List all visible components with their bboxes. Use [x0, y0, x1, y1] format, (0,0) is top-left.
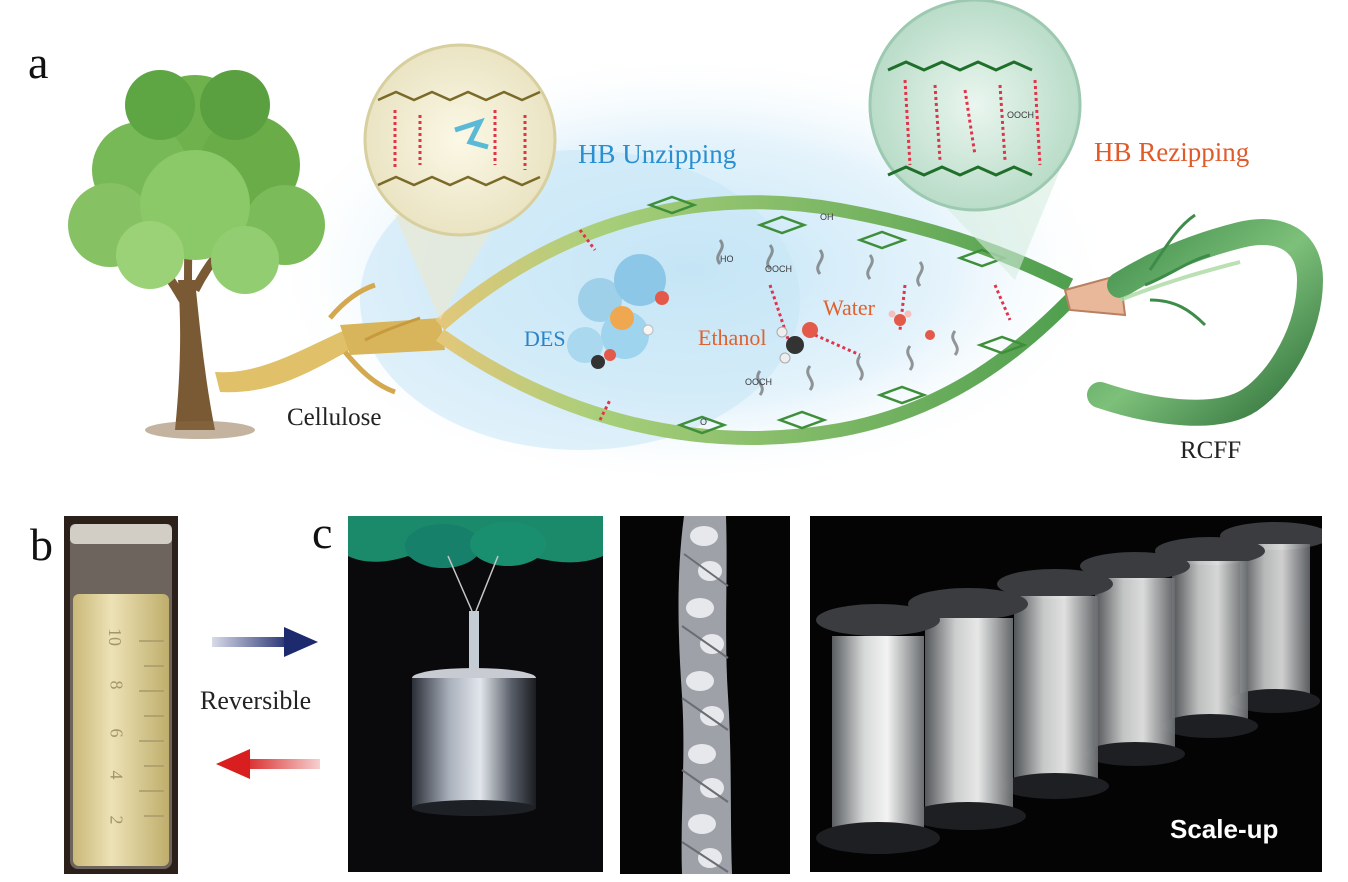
panel-c-letter: c — [312, 510, 332, 556]
hb-rezipping-label: HB Rezipping — [1094, 139, 1249, 166]
panel-d-photo-twisted-fiber — [620, 516, 790, 874]
ethanol-label: Ethanol — [698, 327, 766, 349]
chem-label-ooch-3: OOCH — [1007, 110, 1034, 120]
graduation-4: 4 — [108, 771, 126, 780]
forward-arrow — [212, 624, 322, 660]
chem-label-ho: HO — [720, 254, 734, 264]
panel-a-illustration: HO OOCH OOCH OH OOCH O — [0, 0, 1348, 500]
chem-label-ooch-2: OOCH — [745, 377, 772, 387]
des-label: DES — [524, 328, 566, 350]
weight-illustration — [348, 516, 603, 872]
scale-up-caption: Scale-up — [1170, 816, 1278, 842]
panel-e-photo-spools: Scale-up — [810, 516, 1322, 872]
hb-unzipping-label: HB Unzipping — [578, 141, 736, 168]
graduation-2: 2 — [108, 816, 126, 825]
reversible-label: Reversible — [200, 688, 311, 714]
panel-b-photo-beaker: 10 8 6 4 2 — [64, 516, 178, 874]
graduation-6: 6 — [108, 729, 126, 738]
twisted-fiber-illustration — [620, 516, 790, 874]
rcff-label: RCFF — [1180, 438, 1241, 463]
panel-b-letter: b — [30, 522, 53, 568]
reverse-arrow — [212, 746, 322, 782]
tree-icon — [68, 70, 325, 439]
chem-label-ooch-1: OOCH — [765, 264, 792, 274]
cellulose-label: Cellulose — [287, 405, 381, 430]
spool-1 — [816, 604, 940, 854]
chem-label-o: O — [700, 417, 707, 427]
water-label: Water — [823, 297, 875, 319]
graduation-10: 10 — [106, 628, 124, 646]
panel-c-photo-weight — [348, 516, 603, 872]
chem-label-oh: OH — [820, 212, 834, 222]
graduation-8: 8 — [108, 681, 126, 690]
